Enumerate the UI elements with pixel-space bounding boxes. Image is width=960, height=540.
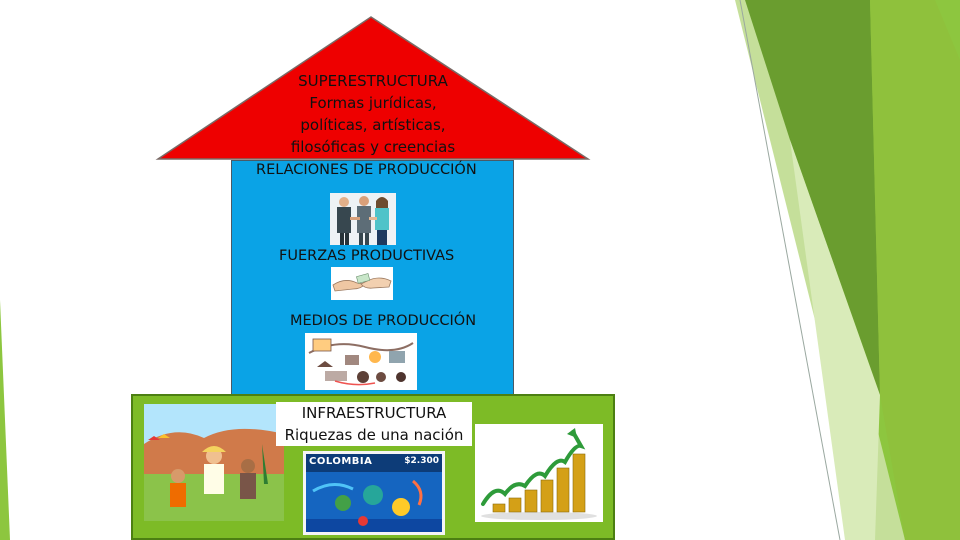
superstructure-line-3: políticas, artísticas,: [300, 116, 446, 134]
tourism-collage-illustration: [144, 404, 284, 521]
growth-coins-illustration: [475, 424, 603, 522]
means-of-production-label: MEDIOS DE PRODUCCIÓN: [290, 313, 477, 329]
right-green-band-dark: [745, 0, 880, 395]
infrastructure-text: INFRAESTRUCTURA Riquezas de una nación: [276, 402, 472, 446]
stamp-country-label: COLOMBIA: [309, 456, 373, 467]
left-green-sliver: [0, 300, 10, 540]
right-thin-line: [739, 0, 841, 540]
superstructure-line-4: filosóficas y creencias: [290, 138, 456, 156]
means-of-production-illustration: [305, 333, 417, 390]
production-relations-label: RELACIONES DE PRODUCCIÓN: [256, 162, 477, 178]
productive-forces-label: FUERZAS PRODUCTIVAS: [279, 248, 455, 264]
superstructure-title: SUPERESTRUCTURA: [298, 72, 448, 90]
business-people-illustration: [330, 193, 396, 245]
superstructure-line-2: Formas jurídicas,: [309, 94, 437, 112]
right-green-band-pale: [790, 140, 880, 540]
infrastructure-title: INFRAESTRUCTURA: [301, 404, 447, 422]
stamp-value-label: $2.300: [404, 456, 439, 466]
superstructure-text: SUPERESTRUCTURA Formas jurídicas, políti…: [248, 70, 498, 158]
infrastructure-subtitle: Riquezas de una nación: [284, 426, 464, 444]
colombia-stamp-illustration: COLOMBIA $2.300: [303, 451, 445, 535]
right-green-band-bright: [870, 0, 960, 540]
handshake-illustration: [331, 267, 393, 300]
